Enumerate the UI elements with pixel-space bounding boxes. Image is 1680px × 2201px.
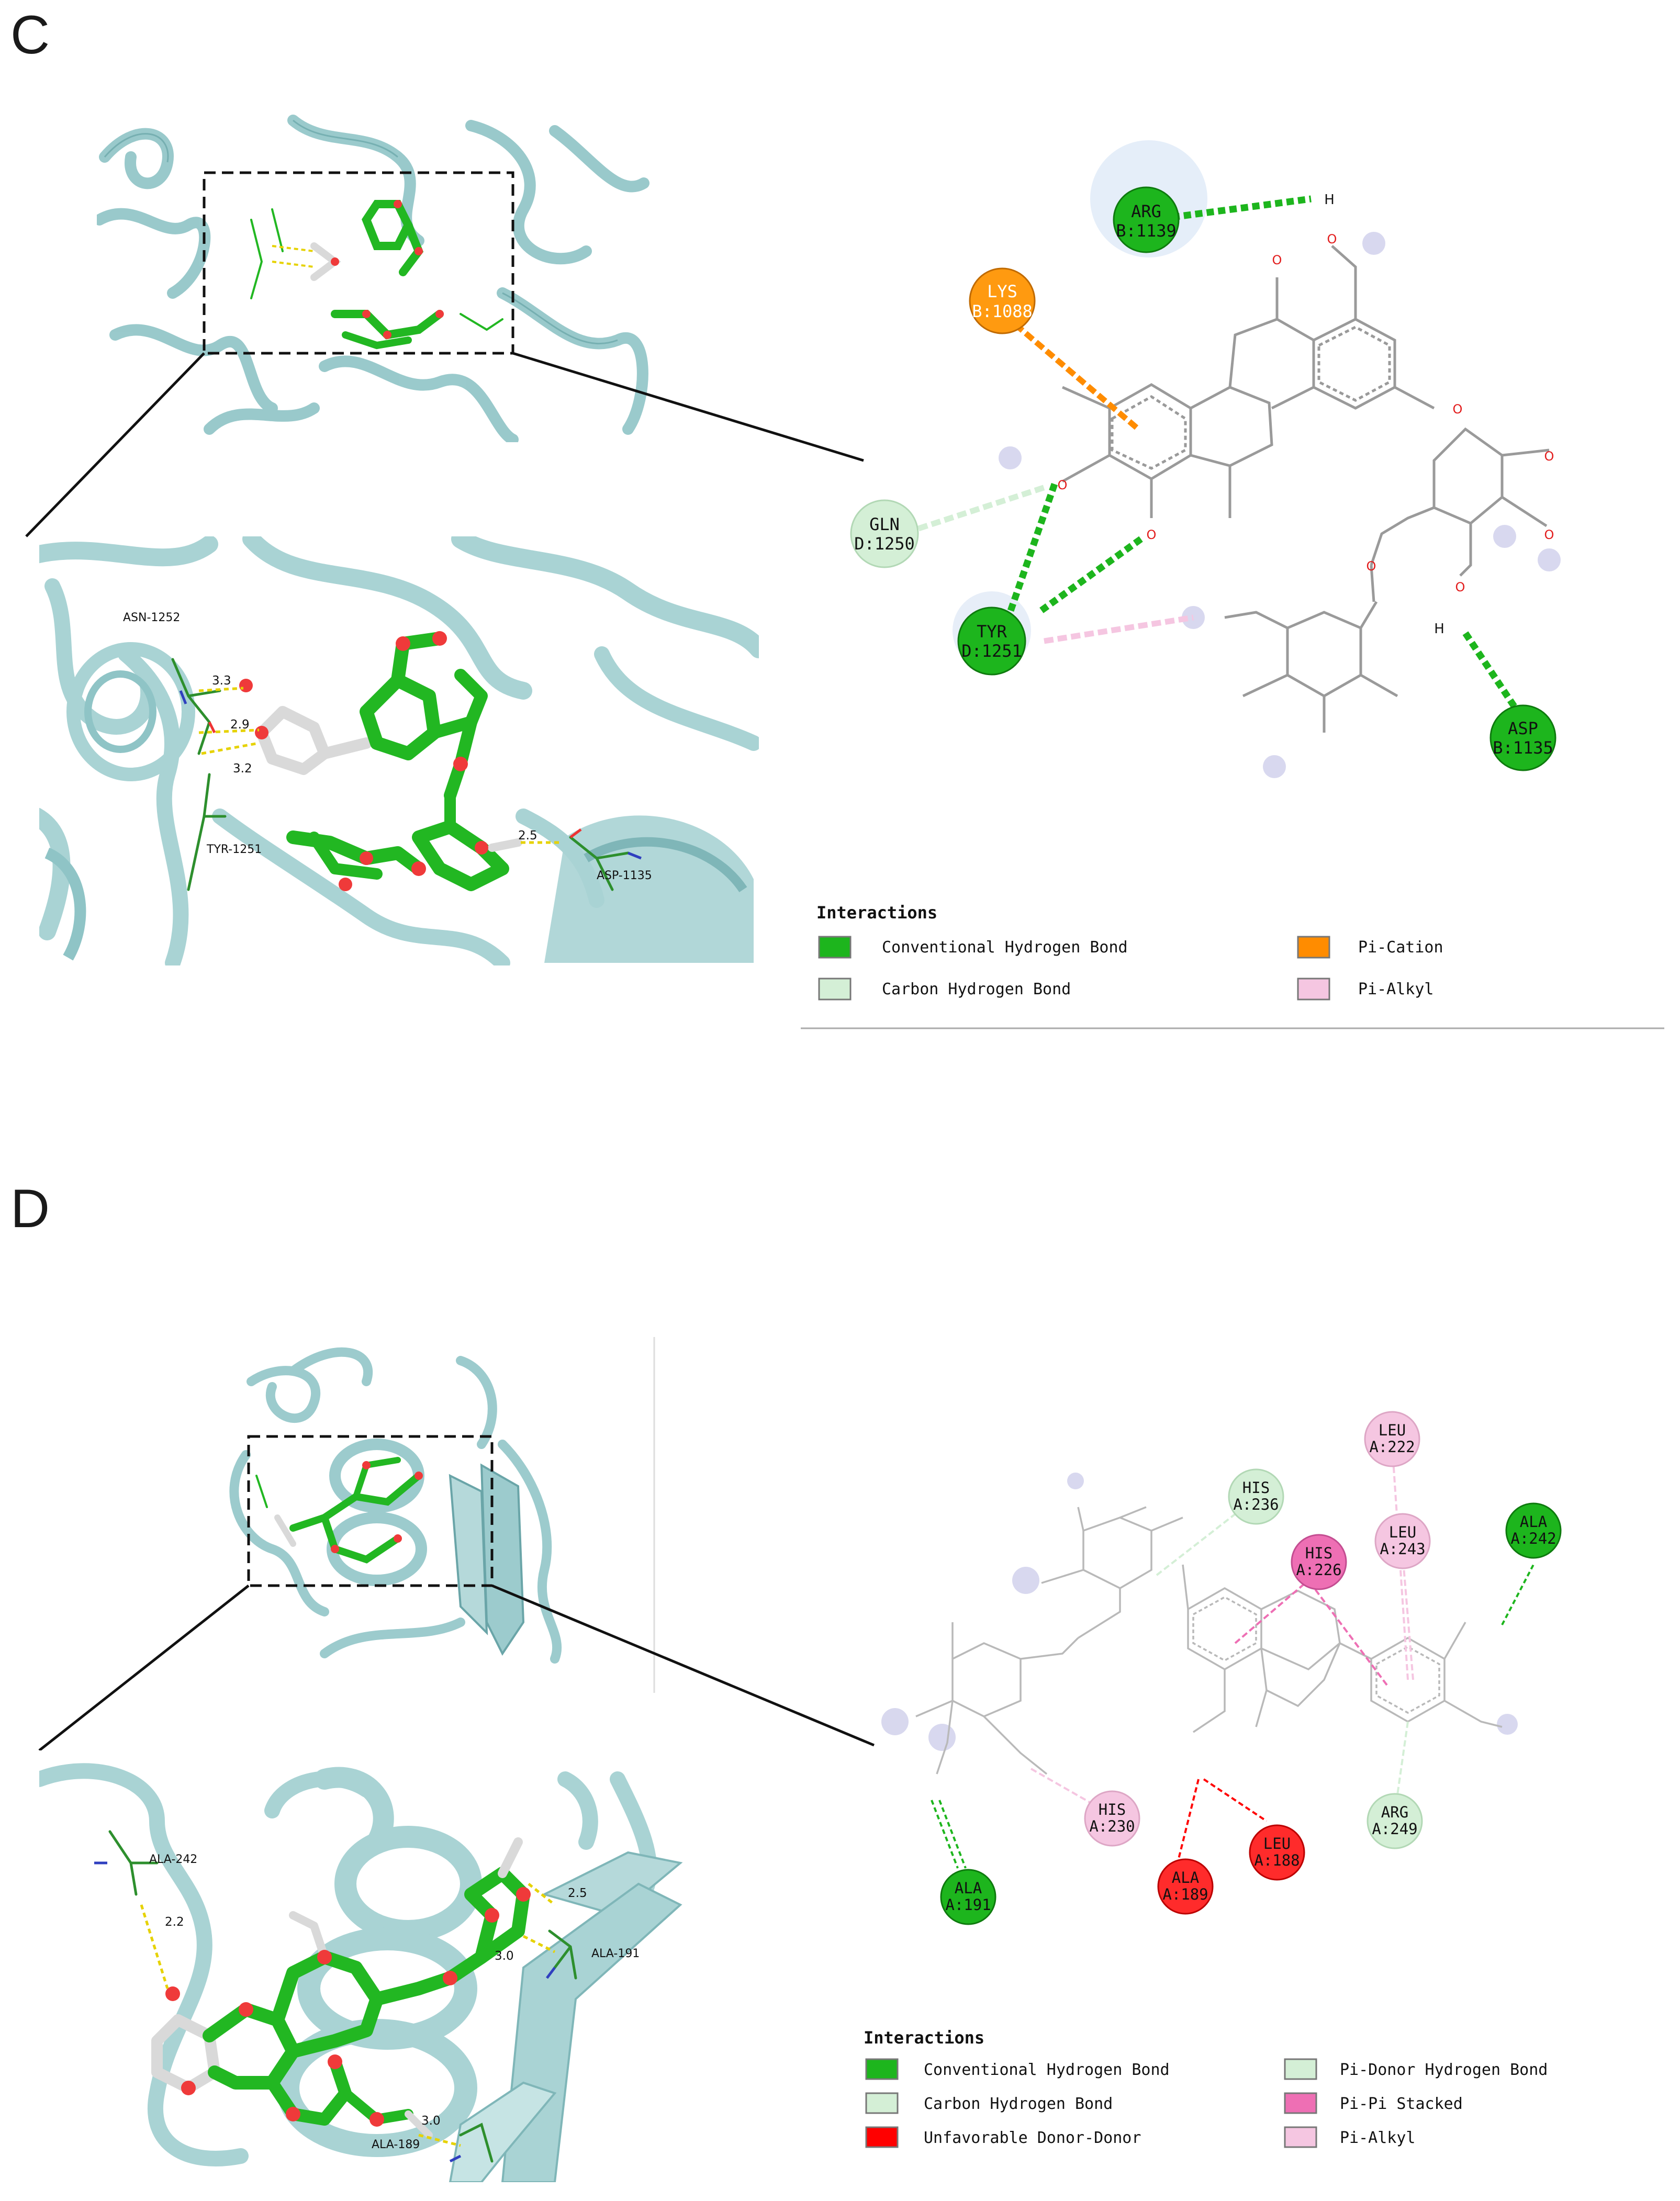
node-asp-b1135: ASP B:1135 (1489, 704, 1556, 771)
svg-text:D:1250: D:1250 (854, 534, 915, 554)
panel-c-interaction-diagram: O O O O O O O O O H H ARG B:1139 LYS B:1… (801, 140, 1664, 1029)
node-arg-b1139: ARG B:1139 (1113, 186, 1180, 253)
atom-h-label: H (1324, 192, 1335, 208)
svg-text:A:226: A:226 (1296, 1561, 1341, 1579)
legend-label: Pi-Alkyl (1340, 2129, 1416, 2147)
node-tyr-d1251: TYR D:1251 (957, 607, 1026, 676)
svg-text:HIS: HIS (1305, 1544, 1332, 1562)
panel-c-zoom-line-left (25, 352, 205, 537)
panel-d-distance-label: 2.5 (568, 1886, 587, 1900)
svg-text:B:1139: B:1139 (1116, 221, 1177, 241)
node-leu-a188: LEU A:188 (1249, 1824, 1305, 1881)
panel-c-residue-label: ASN-1252 (123, 611, 180, 624)
svg-text:ALA: ALA (1172, 1869, 1199, 1886)
panel-c-pocket-zoom: ASN-1252 TYR-1251 ASP-1135 3.3 2.9 3.2 2… (39, 536, 759, 965)
panel-d-letter: D (10, 1178, 50, 1239)
legend-label: Pi-Donor Hydrogen Bond (1340, 2061, 1548, 2079)
svg-text:D:1251: D:1251 (961, 641, 1022, 661)
legend-label: Pi-Cation (1358, 938, 1443, 957)
node-lys-b1088: LYS B:1088 (969, 267, 1036, 334)
svg-text:A:249: A:249 (1372, 1820, 1417, 1838)
svg-text:A:243: A:243 (1380, 1540, 1425, 1558)
svg-text:ASP: ASP (1508, 718, 1538, 738)
atom-o-label: O (1147, 527, 1157, 542)
panel-c-protein-overview (97, 113, 652, 442)
svg-text:LEU: LEU (1379, 1421, 1406, 1439)
panel-c-letter: C (10, 5, 50, 65)
atom-o-label: O (1455, 580, 1465, 594)
legend-label: Pi-Pi Stacked (1340, 2095, 1463, 2113)
svg-text:Interactions: Interactions (864, 2028, 984, 2048)
atom-o-label: O (1453, 402, 1463, 417)
svg-text:A:222: A:222 (1369, 1438, 1415, 1456)
svg-text:TYR: TYR (977, 622, 1007, 642)
svg-text:Interactions: Interactions (816, 903, 937, 923)
panel-d-zoom-line-left (38, 1585, 250, 1751)
panel-c-residue-label: ASP-1135 (597, 869, 652, 882)
node-arg-a249: ARG A:249 (1367, 1793, 1423, 1849)
panel-d-distance-label: 3.0 (495, 1949, 514, 1963)
panel-d-residue-label: ALA-189 (372, 2138, 420, 2151)
svg-text:B:1088: B:1088 (972, 301, 1033, 321)
panel-d-distance-label: 3.0 (421, 2114, 441, 2128)
panel-d-residue-label: ALA-191 (591, 1947, 640, 1960)
svg-text:B:1135: B:1135 (1493, 738, 1553, 758)
panel-d-distance-label: 2.2 (165, 1915, 184, 1929)
svg-text:LYS: LYS (987, 282, 1017, 301)
svg-text:GLN: GLN (869, 514, 900, 534)
legend-label: Carbon Hydrogen Bond (882, 980, 1071, 998)
panel-d-interaction-diagram: HIS A:236 LEU A:222 ALA A:242 HIS A:226 … (864, 1411, 1562, 2148)
node-ala-a189: ALA A:189 (1157, 1858, 1214, 1915)
svg-text:A:188: A:188 (1254, 1851, 1300, 1869)
svg-text:A:191: A:191 (945, 1896, 991, 1914)
svg-text:ALA: ALA (955, 1879, 982, 1897)
node-ala-a191: ALA A:191 (940, 1869, 996, 1925)
svg-text:HIS: HIS (1099, 1801, 1126, 1818)
svg-text:HIS: HIS (1242, 1479, 1270, 1497)
panel-c-distance-label: 3.2 (233, 762, 252, 776)
panel-c-distance-label: 2.9 (230, 718, 250, 732)
legend-label: Carbon Hydrogen Bond (924, 2095, 1113, 2113)
legend-label: Unfavorable Donor-Donor (924, 2129, 1141, 2147)
legend-label: Pi-Alkyl (1358, 980, 1434, 998)
panel-d-residue-label: ALA-242 (149, 1853, 197, 1866)
atom-o-label: O (1058, 478, 1068, 492)
atom-h-label: H (1434, 621, 1444, 637)
node-his-a236: HIS A:236 (1228, 1468, 1284, 1525)
node-leu-a222: LEU A:222 (1364, 1411, 1420, 1467)
panel-c-distance-label: 2.5 (518, 829, 537, 843)
svg-text:ARG: ARG (1381, 1803, 1408, 1821)
node-gln-d1250: GLN D:1250 (850, 499, 919, 568)
svg-text:A:189: A:189 (1162, 1885, 1208, 1903)
svg-text:A:230: A:230 (1089, 1817, 1135, 1835)
panel-c-zoom-box (203, 171, 514, 355)
svg-text:ARG: ARG (1131, 201, 1161, 221)
panel-d-pocket-zoom: ALA-242 ALA-191 ALA-189 2.2 2.5 3.0 3.0 (39, 1750, 759, 2182)
panel-c-zoom-line-right (512, 352, 864, 462)
panel-c-residue-label: TYR-1251 (206, 843, 262, 856)
atom-o-label: O (1544, 527, 1554, 542)
atom-o-label: O (1272, 253, 1282, 267)
node-his-a226: HIS A:226 (1291, 1534, 1347, 1590)
svg-text:A:236: A:236 (1233, 1496, 1279, 1513)
atom-o-label: O (1544, 449, 1554, 464)
legend-label: Conventional Hydrogen Bond (924, 2061, 1170, 2079)
svg-text:LEU: LEU (1389, 1523, 1416, 1541)
svg-text:LEU: LEU (1263, 1835, 1291, 1852)
panel-d-legend: Interactions Conventional Hydrogen Bond … (864, 2028, 1548, 2148)
node-leu-a243: LEU A:243 (1374, 1513, 1431, 1569)
panel-c-legend: Interactions Conventional Hydrogen Bond … (801, 903, 1664, 1029)
legend-label: Conventional Hydrogen Bond (882, 938, 1128, 957)
node-ala-a242: ALA A:242 (1505, 1502, 1562, 1559)
svg-text:A:242: A:242 (1510, 1530, 1556, 1547)
panel-c-distance-label: 3.3 (212, 674, 231, 688)
node-his-a230: HIS A:230 (1084, 1790, 1140, 1847)
atom-o-label: O (1367, 559, 1376, 574)
atom-o-label: O (1327, 232, 1337, 246)
panel-d-protein-overview (209, 1329, 586, 1664)
panel-d-zoom-line-right (491, 1584, 875, 1747)
svg-text:ALA: ALA (1520, 1513, 1547, 1531)
